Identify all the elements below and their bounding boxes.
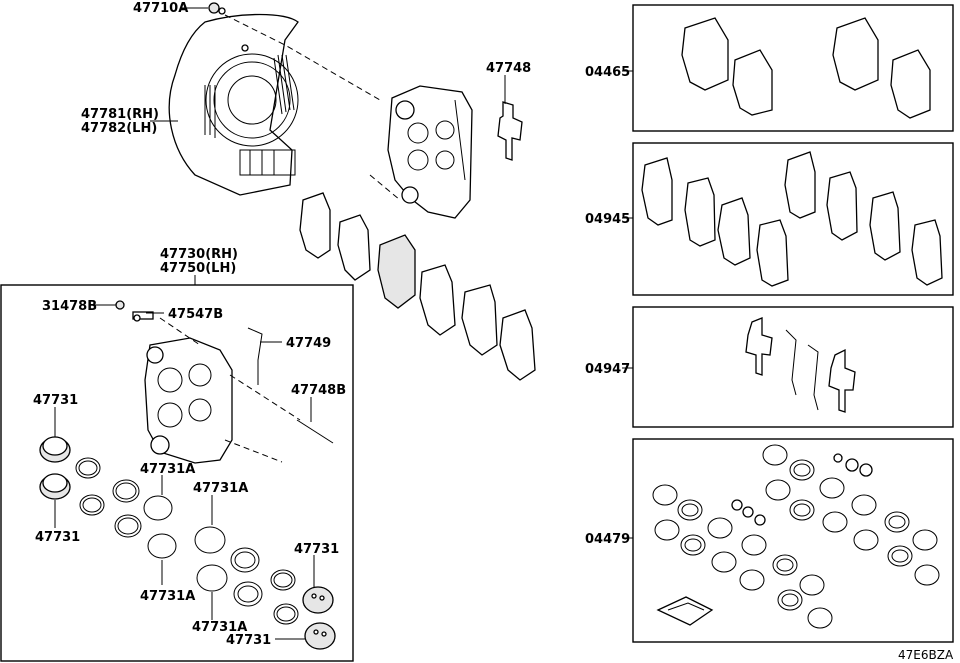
label-47730[interactable]: 47730(RH) [160, 247, 238, 262]
label-47731A-b[interactable]: 47731A [193, 481, 248, 496]
caliper-assembly-box [0, 284, 354, 662]
label-47731-d[interactable]: 47731 [226, 633, 271, 648]
label-47731A-d[interactable]: 47731A [192, 620, 247, 635]
bolt-part[interactable] [208, 2, 226, 15]
label-04947[interactable]: 04947 [585, 362, 630, 377]
pad-kit-04945-part[interactable] [641, 151, 943, 287]
diagram-code: 47E6BZA [898, 648, 954, 662]
pad-support-clip-part[interactable] [497, 101, 523, 161]
leader-lines [54, 7, 633, 640]
label-47547B[interactable]: 47547B [168, 307, 223, 322]
caliper-part[interactable] [387, 85, 473, 219]
label-47750[interactable]: 47750(LH) [160, 261, 236, 276]
label-47710A[interactable]: 47710A [133, 1, 188, 16]
label-47748[interactable]: 47748 [486, 61, 531, 76]
bleeder-plug-part[interactable] [115, 300, 125, 310]
label-31478B[interactable]: 31478B [42, 299, 97, 314]
label-04465[interactable]: 04465 [585, 65, 630, 80]
cylinder-seal-kit-part[interactable] [75, 457, 299, 625]
label-04479[interactable]: 04479 [585, 532, 630, 547]
seal-kit-04479-part[interactable] [652, 444, 940, 629]
label-47731A-c[interactable]: 47731A [140, 589, 195, 604]
piston-part[interactable] [39, 436, 71, 500]
label-47731-c[interactable]: 47731 [294, 542, 339, 557]
label-47781[interactable]: 47781(RH) [81, 107, 159, 122]
kit-box-04465 [632, 4, 954, 132]
label-47782[interactable]: 47782(LH) [81, 121, 157, 136]
pad-kit-04465-part[interactable] [681, 17, 931, 119]
clip-kit-04947-part[interactable] [745, 317, 856, 413]
label-47749[interactable]: 47749 [286, 336, 331, 351]
label-47731-a[interactable]: 47731 [33, 393, 78, 408]
anti-squeal-spring-part[interactable] [247, 327, 263, 385]
caliper-body-part[interactable] [144, 337, 233, 464]
piston-small-part[interactable] [302, 586, 336, 650]
label-47731-b[interactable]: 47731 [35, 530, 80, 545]
bleeder-screw-part[interactable] [132, 311, 154, 322]
pin-part[interactable] [296, 419, 334, 444]
brake-pad-set-part[interactable] [299, 192, 536, 381]
kit-box-04947 [632, 306, 954, 428]
label-47748B[interactable]: 47748B [291, 383, 346, 398]
kit-box-04479 [632, 438, 954, 643]
kit-box-04945 [632, 142, 954, 296]
label-04945[interactable]: 04945 [585, 212, 630, 227]
dust-shield-part[interactable] [168, 13, 299, 196]
label-47731A-a[interactable]: 47731A [140, 462, 195, 477]
